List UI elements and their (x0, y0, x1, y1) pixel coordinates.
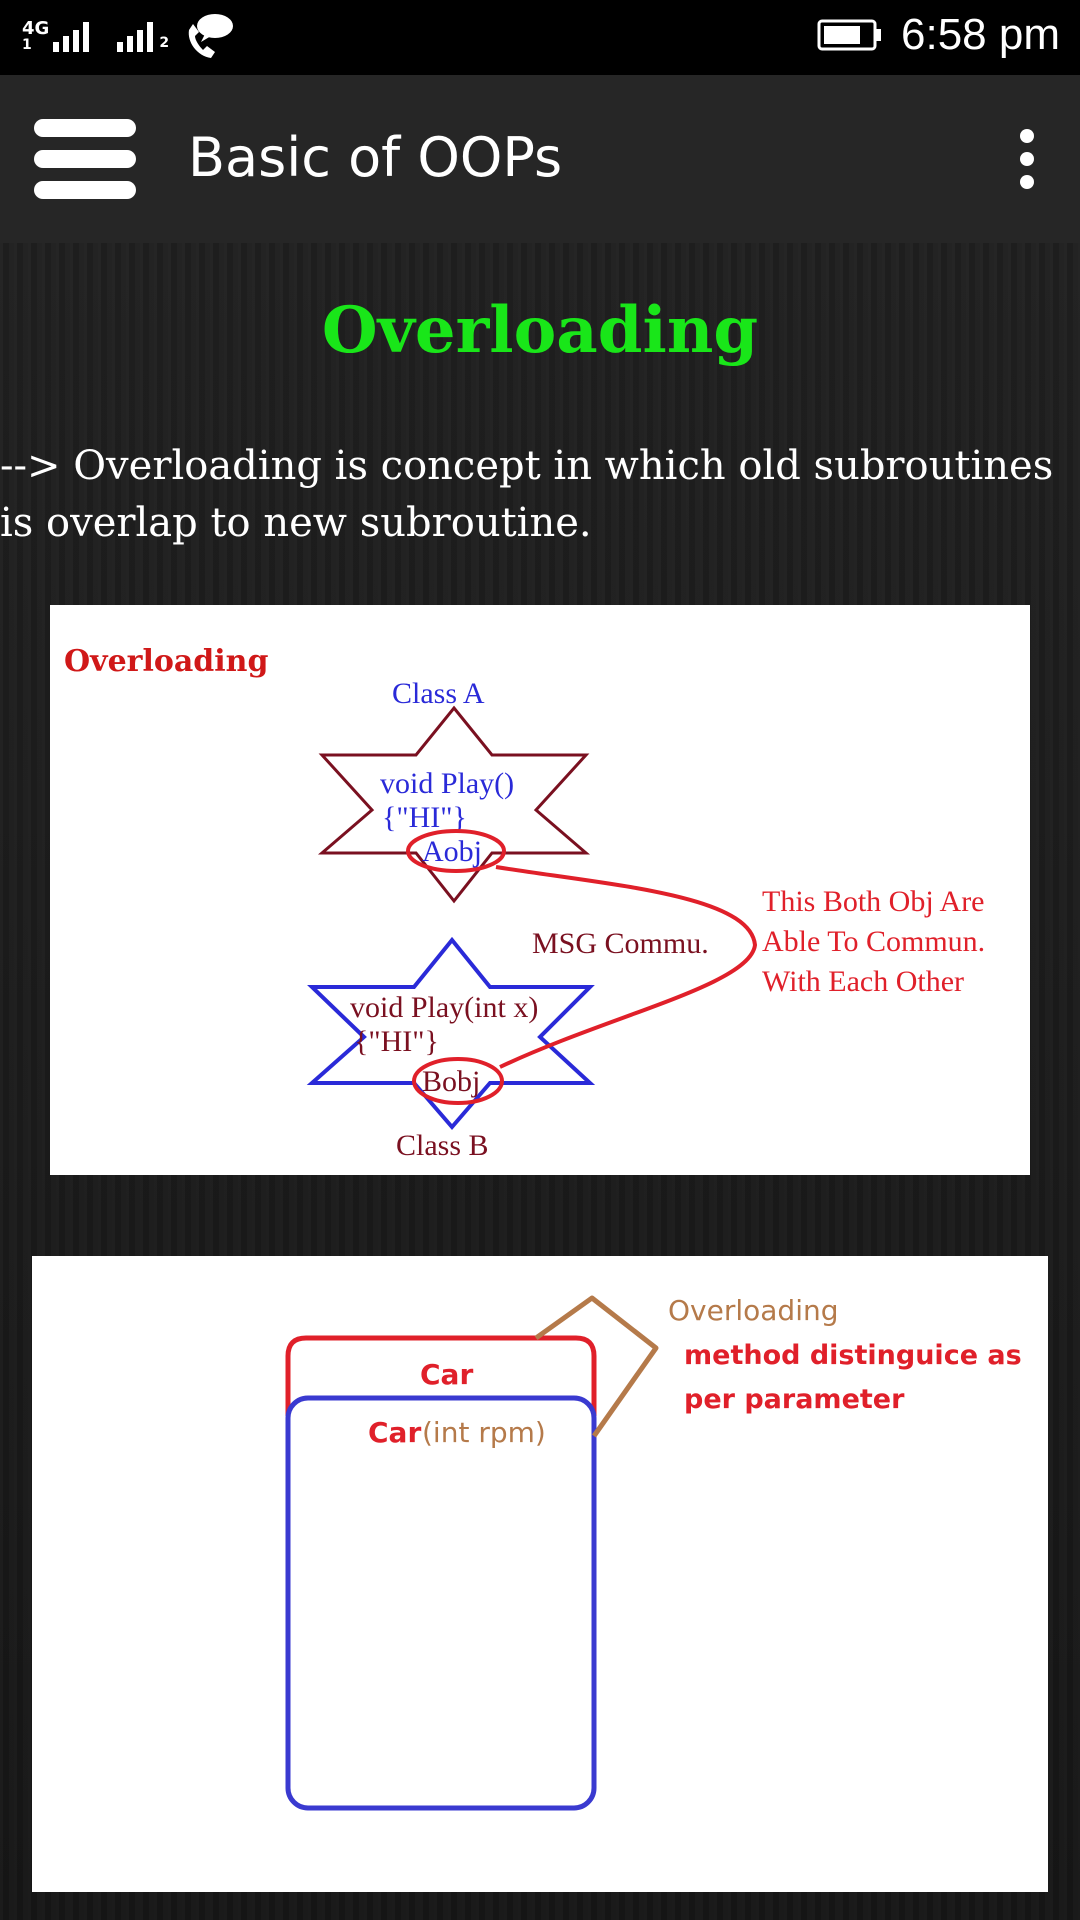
overloading-diagram-image: Overloading Class A void Play() {"HI"} A… (50, 605, 1030, 1175)
status-bar: 4G 1 2 6:58 pm (0, 0, 1080, 75)
car-overloading-image: Car Car (int rpm) Overloading method dis… (32, 1256, 1048, 1892)
note-line-3: With Each Other (762, 965, 964, 998)
description-text: --> Overloading is concept in which old … (0, 443, 1054, 546)
aobj-circle (406, 829, 506, 873)
figure2-note-line-1: method distinguice as (684, 1340, 1022, 1371)
figure2-note-line-2: per parameter (684, 1384, 905, 1415)
overloading-label: Overloading (668, 1294, 839, 1327)
class-a-label: Class A (392, 677, 485, 710)
method-b-label: void Play(int x) (350, 991, 538, 1024)
network-type-label: 4G (22, 18, 50, 39)
note-line-1: This Both Obj Are (762, 885, 985, 918)
signal-sim1-icon (53, 22, 90, 52)
message-connector (495, 865, 758, 1069)
bobj-circle (412, 1057, 504, 1105)
obj-b-label: Bobj (422, 1065, 480, 1098)
msg-label: MSG Commu. (532, 927, 709, 960)
obj-a-label: Aobj (422, 835, 482, 868)
body-a-label: {"HI"} (382, 801, 467, 834)
overloading-pointer (534, 1295, 659, 1438)
overflow-menu-icon[interactable] (996, 119, 1056, 199)
class-b-star-shape (306, 936, 596, 1131)
network-indicator: 4G 1 (22, 20, 101, 52)
wifi-calling-icon (188, 14, 234, 58)
sim1-label: 1 (22, 37, 32, 53)
car-param-label: (int rpm) (422, 1416, 546, 1449)
figure-logo: Overloading (64, 644, 268, 679)
class-a-star-shape (317, 705, 591, 904)
app-title: Basic of OOPs (188, 126, 563, 189)
page-heading: Overloading (321, 293, 759, 368)
car-red-box (285, 1335, 597, 1416)
signal-sim2-icon (117, 22, 154, 52)
car-blue-box (285, 1395, 597, 1811)
car-label: Car (420, 1358, 473, 1391)
method-a-label: void Play() (380, 767, 514, 800)
car-constructor-label: Car (368, 1416, 421, 1449)
hamburger-menu-icon[interactable] (34, 109, 138, 209)
battery-icon (817, 19, 882, 51)
sim2-label: 2 (159, 35, 170, 51)
body-b-label: {"HI"} (354, 1025, 439, 1058)
clock: 6:58 pm (901, 10, 1060, 59)
signal-sim2: 2 (115, 20, 169, 52)
content-area: Overloading --> Overloading is concept i… (0, 243, 1080, 1920)
note-line-2: Able To Commun. (762, 925, 985, 958)
class-b-label: Class B (396, 1129, 489, 1162)
app-bar: Basic of OOPs (0, 75, 1080, 243)
